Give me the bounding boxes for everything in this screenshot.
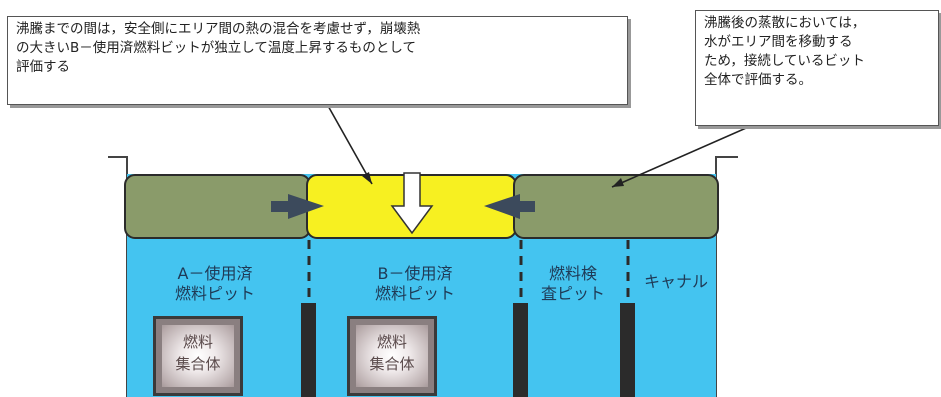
gate-wall-inspection-canal	[620, 303, 635, 397]
callout-right-line: 沸騰後の蒸散においては，	[704, 15, 866, 31]
gate-wall-a-b	[301, 303, 316, 397]
fuel-assembly-label: 燃料 集合体	[369, 333, 415, 373]
pool-right-wall	[715, 156, 738, 397]
callout-left-line: 評価する	[16, 59, 70, 75]
fuel-assembly-a: 燃料 集合体	[153, 316, 243, 396]
fuel-assembly-label: 燃料 集合体	[175, 333, 221, 373]
callout-right-line: 水がエリア間を移動する	[704, 34, 853, 50]
callout-left-line: の大きいB－使用済燃料ビットが独立して温度上昇するものとして	[16, 40, 416, 56]
heat-down-arrow	[390, 172, 434, 235]
callout-right-pointer	[611, 124, 754, 188]
fuel-assembly-b: 燃料 集合体	[347, 316, 437, 396]
flow-arrow-from-a	[271, 194, 324, 219]
gate-wall-b-inspection	[513, 303, 528, 397]
area-label-inspection: 燃料検 査ピット	[540, 264, 605, 303]
callout-left: 沸騰までの間は，安全側にエリア間の熱の混合を考慮せず，崩壊熱 の大きいB－使用済…	[7, 16, 628, 105]
callout-right-line: ため，接続しているビット	[704, 53, 865, 69]
area-label-a: A－使用済 燃料ピット	[174, 264, 255, 303]
callout-left-line: 沸騰までの間は，安全側にエリア間の熱の混合を考慮せず，崩壊熱	[16, 21, 421, 37]
area-label-b: B－使用済 燃料ピット	[374, 264, 455, 303]
area-label-canal: キャナル	[643, 272, 708, 291]
callout-right-line: 全体で評価する。	[704, 72, 812, 88]
callout-right: 沸騰後の蒸散においては， 水がエリア間を移動する ため，接続しているビット 全体…	[695, 10, 939, 126]
flow-arrow-from-inspection	[484, 194, 535, 219]
callout-left-pointer	[326, 103, 373, 185]
